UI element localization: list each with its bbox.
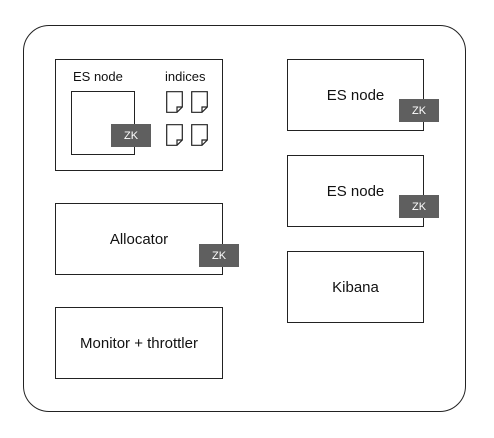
document-icon [166, 91, 183, 113]
es-node-label: ES node [326, 182, 385, 200]
document-icon [191, 91, 208, 113]
zk-badge: ZK [399, 195, 439, 218]
allocator-label: Allocator [109, 230, 169, 248]
es-node-label: ES node [73, 69, 123, 84]
kibana-label: Kibana [332, 278, 379, 296]
monitor-throttler-box[interactable]: Monitor + throttler [55, 307, 223, 379]
es-node-label: ES node [326, 86, 385, 104]
cluster-container [23, 25, 466, 412]
zk-badge: ZK [199, 244, 239, 267]
document-icon [166, 124, 183, 146]
kibana-box[interactable]: Kibana [287, 251, 424, 323]
zk-badge: ZK [399, 99, 439, 122]
allocator-box[interactable]: Allocator [55, 203, 223, 275]
document-icon [191, 124, 208, 146]
indices-label: indices [165, 69, 206, 84]
monitor-throttler-label: Monitor + throttler [80, 334, 198, 352]
zk-badge: ZK [111, 124, 151, 147]
